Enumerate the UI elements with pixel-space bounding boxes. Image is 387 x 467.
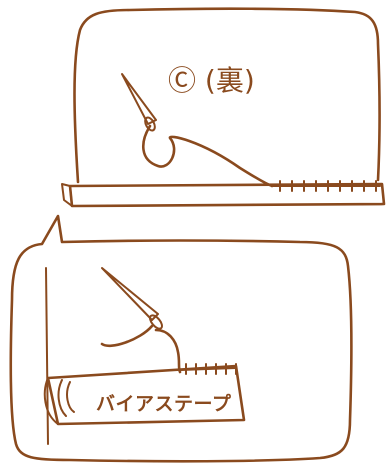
top-panel-frame: [73, 7, 381, 184]
top-panel-label: Ⓒ (裏): [168, 64, 255, 97]
bias-tape: [43, 364, 246, 426]
fabric-edge: [45, 267, 49, 445]
stitch-marks-icon: [179, 363, 237, 375]
thread-icon: [142, 124, 274, 188]
thread-icon: [100, 324, 182, 374]
binding-strip: [61, 182, 386, 208]
sewing-needle-icon: [121, 73, 157, 132]
sewing-needle-icon: [101, 267, 163, 330]
stitch-marks-icon: [271, 180, 381, 192]
bottom-panel: バイアステープ: [9, 214, 353, 463]
bottom-panel-frame: [9, 214, 353, 463]
bias-tape-label: バイアステープ: [96, 392, 232, 415]
top-panel: Ⓒ (裏): [61, 7, 386, 208]
